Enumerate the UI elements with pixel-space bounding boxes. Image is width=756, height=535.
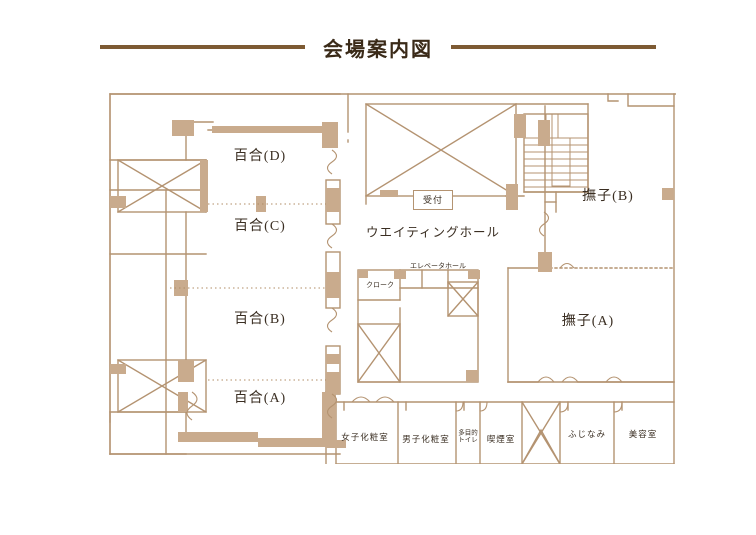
reception-label: 受付 (412, 190, 454, 210)
room-label-womens-restroom: 女子化粧室 (341, 432, 389, 442)
door-symbols (186, 149, 623, 421)
room-label-nadeshiko-b: 撫子(B) (582, 189, 634, 204)
multipurpose-toilet-line1: 多目的 (458, 429, 478, 437)
room-label-yuri-b: 百合(B) (234, 312, 286, 327)
multipurpose-toilet-line2: トイレ (458, 437, 478, 444)
room-label-elevator-hall: エレベータホール (410, 262, 466, 270)
room-label-nadeshiko-a: 撫子(A) (561, 314, 615, 329)
page-title: 会場案内図 (323, 38, 433, 61)
room-label-cloak: クローク (366, 281, 394, 289)
floorplan-canvas: 百合(D) 百合(C) 百合(B) 百合(A) 受付 ウエイティングホール 撫子… (108, 92, 676, 464)
room-label-waiting-hall: ウエイティングホール (365, 225, 501, 240)
title-rule-left (100, 45, 305, 49)
room-label-yuri-c: 百合(C) (234, 219, 286, 234)
room-label-mens-restroom: 男子化粧室 (402, 434, 450, 444)
room-label-smoking-room: 喫煙室 (486, 434, 516, 444)
room-label-yuri-a: 百合(A) (233, 391, 287, 406)
room-label-yuri-d: 百合(D) (233, 149, 287, 164)
room-label-beauty-salon: 美容室 (628, 429, 658, 439)
floorplan-drawing (109, 93, 676, 464)
room-label-multipurpose-toilet: 多目的 トイレ (458, 430, 478, 445)
wall-blocks (110, 114, 674, 448)
room-label-fujinami: ふじなみ (567, 429, 607, 439)
room-divider-dotted (170, 203, 326, 381)
title-rule-right (451, 45, 656, 49)
page-title-row: 会場案内図 (0, 30, 756, 64)
